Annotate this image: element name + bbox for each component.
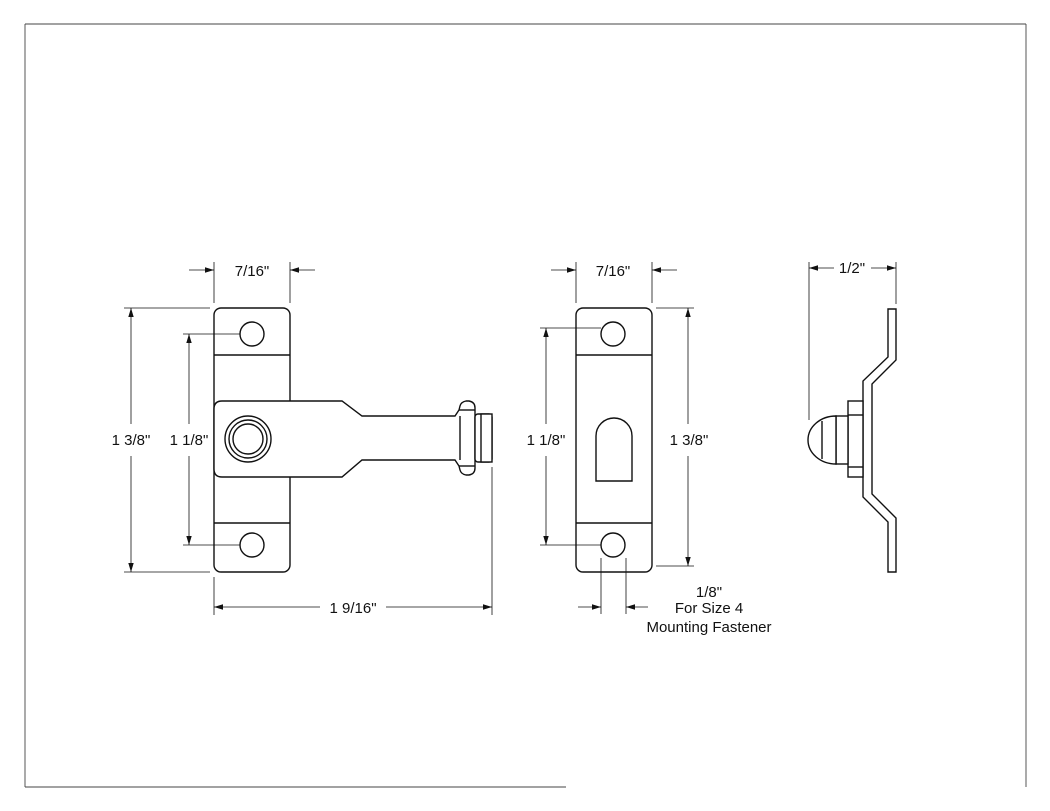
side-depth-label: 1/2" [839,260,865,277]
latch-bar [213,400,476,478]
latch-front-view: 7/16" 1 3/8" 1 1/8" 1 9/16" [112,262,493,617]
keeper-width-label: 7/16" [596,263,631,280]
keeper-bottom-hole [600,532,626,558]
latch-bottom-hole [239,532,265,558]
keeper-slot [595,417,633,482]
latch-height-label: 1 3/8" [112,432,151,449]
latch-hole-spacing-label: 1 1/8" [170,432,209,449]
keeper-top-hole [600,321,626,347]
drawing-frame [24,23,1027,788]
latch-length-label: 1 9/16" [329,600,376,617]
side-view-bracket [862,308,897,573]
fastener-note-line1: For Size 4 [675,600,743,617]
side-view: 1/2" [807,260,897,573]
latch-width-label: 7/16" [235,263,270,280]
side-view-block [847,400,864,478]
fastener-note-line2: Mounting Fastener [646,619,771,636]
keeper-front-view: 7/16" 1 1/8" 1 3/8" 1/8" For Size 4 Moun… [527,262,772,636]
keeper-hole-spacing-label: 1 1/8" [527,432,566,449]
keeper-height-label: 1 3/8" [670,432,709,449]
hole-size-label: 1/8" [696,584,722,601]
latch-top-hole [239,321,265,347]
